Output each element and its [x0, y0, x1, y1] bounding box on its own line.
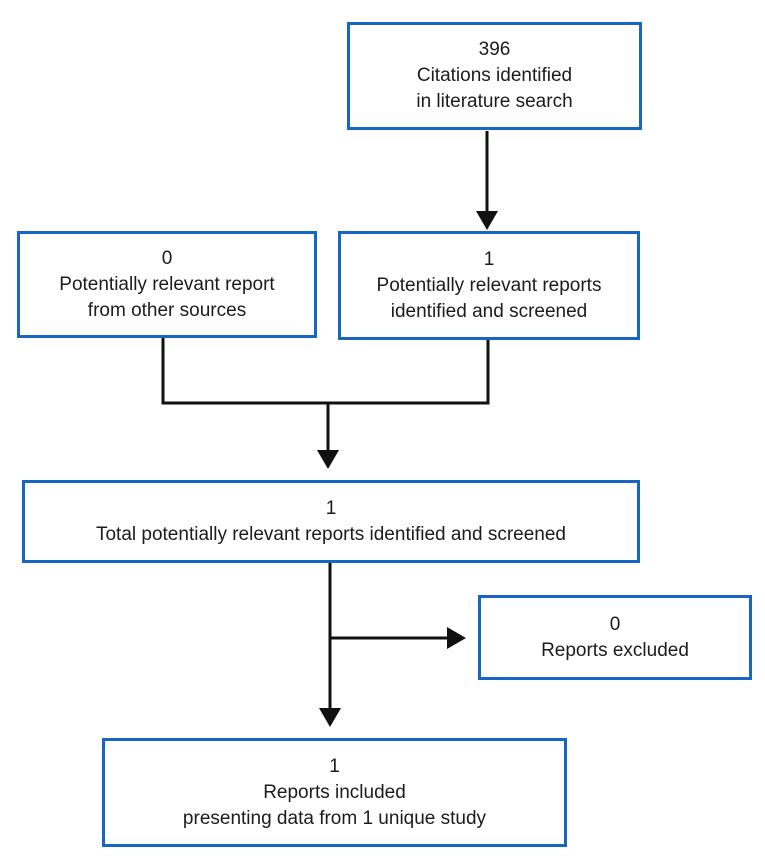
other-sources-label-line1: Potentially relevant report — [59, 273, 275, 295]
included-count: 1 — [329, 755, 340, 777]
citations-label-line1: Citations identified — [416, 65, 573, 86]
total-label-line1: Total potentially relevant reports ident… — [95, 523, 566, 545]
connector-citations-to-screened — [476, 131, 498, 230]
arrow-down-icon — [317, 450, 339, 469]
connector-merge-to-total — [161, 337, 490, 469]
screened-count: 1 — [483, 248, 495, 270]
citations-count: 396 — [478, 39, 511, 60]
box-other-sources: 0 Potentially relevant report from other… — [17, 231, 317, 338]
box-citations-identified: 396 Citations identified in literature s… — [347, 22, 642, 130]
box-reports-included: 1 Reports included presenting data from … — [102, 738, 567, 847]
other-sources-count: 0 — [161, 247, 173, 269]
included-label-line1: Reports included — [263, 781, 406, 803]
other-sources-label-line2: from other sources — [87, 299, 247, 321]
excluded-label-line1: Reports excluded — [541, 639, 689, 661]
box-reports-screened: 1 Potentially relevant reports identifie… — [338, 231, 640, 340]
screened-label-line2: identified and screened — [390, 300, 588, 322]
arrow-down-icon — [476, 211, 498, 230]
excluded-count: 0 — [609, 613, 621, 635]
arrow-down-icon — [319, 708, 341, 727]
connector-line — [161, 337, 490, 405]
included-label-line2: presenting data from 1 unique study — [182, 807, 487, 829]
arrow-right-icon — [447, 627, 466, 649]
box-reports-excluded: 0 Reports excluded — [478, 595, 752, 680]
box-total-reports: 1 Total potentially relevant reports ide… — [22, 480, 640, 563]
total-count: 1 — [325, 497, 337, 519]
citations-label-line2: in literature search — [416, 91, 573, 112]
connector-total-to-excluded — [330, 627, 466, 649]
connector-total-to-included — [319, 562, 341, 727]
screened-label-line1: Potentially relevant reports — [376, 274, 602, 296]
